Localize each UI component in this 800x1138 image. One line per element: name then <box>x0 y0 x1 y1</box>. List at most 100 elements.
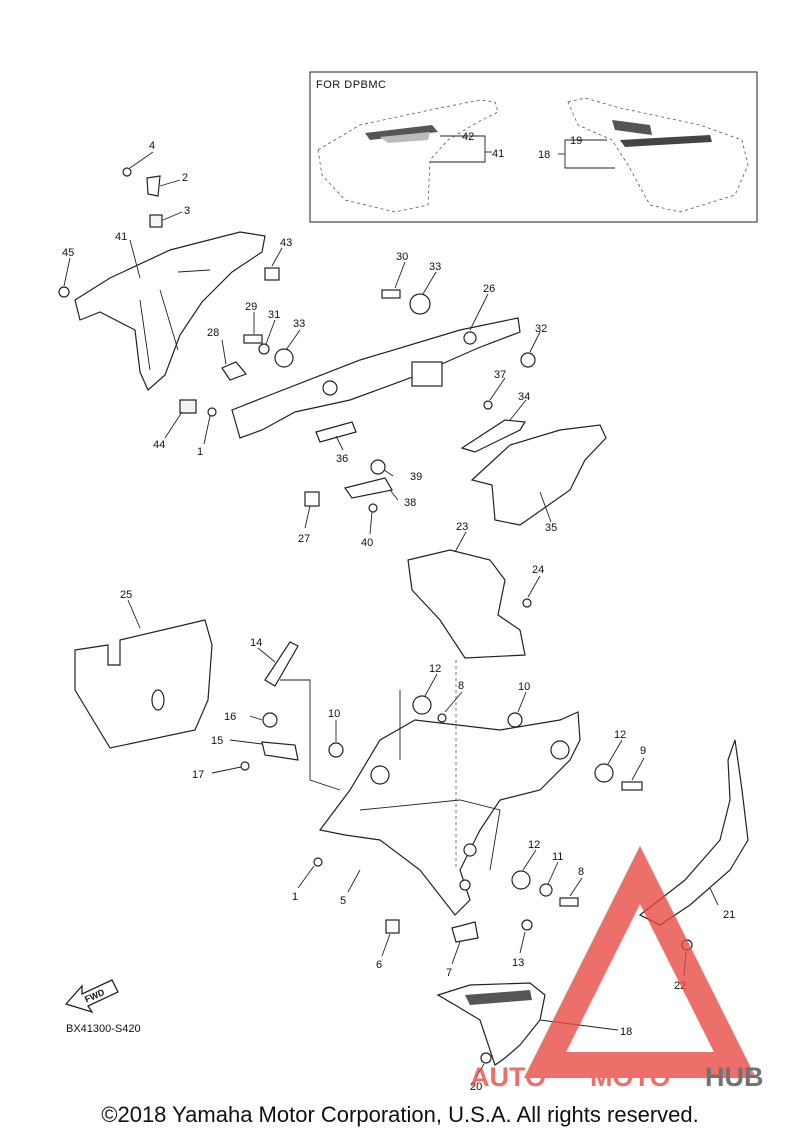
callout-11: 11 <box>552 851 563 863</box>
part-30-bolt <box>381 289 401 299</box>
callout-23: 23 <box>456 521 468 533</box>
part-24-nut <box>522 598 532 608</box>
callout-27: 27 <box>298 533 310 545</box>
part-39-grommet <box>370 459 386 475</box>
callout-8-b: 8 <box>578 866 584 878</box>
part-10b-collar <box>507 712 523 728</box>
callout-38: 38 <box>404 497 416 509</box>
callout-12-c: 12 <box>528 839 540 851</box>
callout-12-a: 12 <box>429 663 441 675</box>
callout-41: 41 <box>115 231 127 243</box>
callout-32: 32 <box>535 323 547 335</box>
callout-10-a: 10 <box>328 708 340 720</box>
callout-1-upper: 1 <box>197 446 203 458</box>
watermark-auto: AUTO <box>470 1062 546 1092</box>
callout-39: 39 <box>410 471 422 483</box>
part-25-panel <box>74 619 213 749</box>
part-41-side-cover <box>74 231 266 391</box>
inset-label: FOR DPBMC <box>316 79 387 91</box>
callout-16: 16 <box>224 711 236 723</box>
part-17-bolt <box>240 761 250 771</box>
part-4-bolt <box>122 167 132 177</box>
callout-26: 26 <box>483 283 495 295</box>
callout-34: 34 <box>518 391 530 403</box>
callout-35: 35 <box>545 522 557 534</box>
part-12a-grommet <box>412 695 432 715</box>
part-33b-grommet <box>409 293 431 315</box>
part-13-grommet <box>521 919 533 931</box>
part-27-nut <box>304 491 320 507</box>
part-29-bolt <box>243 334 263 344</box>
part-8b-bolt <box>559 897 579 907</box>
part-36 <box>315 421 357 443</box>
callout-37: 37 <box>494 369 506 381</box>
callout-42: 42 <box>462 131 474 143</box>
part-25-hole <box>151 689 165 711</box>
part-21-bracket <box>638 739 749 926</box>
callout-36: 36 <box>336 453 348 465</box>
part-12c-grommet <box>511 870 531 890</box>
part-28-clip <box>221 361 248 381</box>
part-32-grommet <box>520 352 536 368</box>
part-35-cover <box>470 424 607 526</box>
callout-25: 25 <box>120 589 132 601</box>
part-2-bracket <box>146 175 161 197</box>
part-7-clip <box>451 921 479 943</box>
drawing-code: BX41300-S420 <box>66 1023 141 1035</box>
fwd-arrow-icon: FWD <box>64 979 119 1014</box>
part-8a-bolt <box>437 713 447 723</box>
part-16-grommet <box>262 712 278 728</box>
part-33-grommet <box>274 348 294 368</box>
callout-33-lower: 33 <box>293 318 305 330</box>
callout-31: 31 <box>268 309 280 321</box>
part-34 <box>460 419 527 453</box>
part-23-bracket <box>407 549 526 659</box>
copyright-notice: ©2018 Yamaha Motor Corporation, U.S.A. A… <box>101 1102 699 1127</box>
callout-12-b: 12 <box>614 729 626 741</box>
callout-44: 44 <box>153 439 165 451</box>
callout-30: 30 <box>396 251 408 263</box>
callout-19: 19 <box>570 135 582 147</box>
callout-24: 24 <box>532 564 544 576</box>
callout-20: 20 <box>470 1081 482 1093</box>
callout-6: 6 <box>376 959 382 971</box>
part-12b-grommet <box>594 763 614 783</box>
part-44-pad <box>179 399 197 414</box>
callout-29: 29 <box>245 301 257 313</box>
callout-5: 5 <box>340 895 346 907</box>
part-18-stripe <box>465 990 532 1005</box>
part-45-bolt <box>58 286 70 298</box>
callout-1-lower: 1 <box>292 891 298 903</box>
callout-7: 7 <box>446 967 452 979</box>
callout-9: 9 <box>640 745 646 757</box>
watermark-hub: HUB <box>705 1062 764 1092</box>
callout-18-inset: 18 <box>538 149 550 161</box>
part-43 <box>264 267 280 281</box>
part-5-main-frame <box>318 711 581 916</box>
watermark-moto: MOTO <box>590 1062 671 1092</box>
part-18-cover <box>436 982 546 1066</box>
part-40-bolt <box>368 503 378 513</box>
callout-45: 45 <box>62 247 74 259</box>
callout-2: 2 <box>182 172 188 184</box>
part-6-nut <box>385 919 400 934</box>
callout-28: 28 <box>207 327 219 339</box>
part-31-collar <box>258 343 270 355</box>
callout-3: 3 <box>184 205 190 217</box>
callout-10-b: 10 <box>518 681 530 693</box>
callout-43: 43 <box>280 237 292 249</box>
part-3-clip <box>149 214 163 228</box>
part-26-bracket <box>231 317 521 439</box>
part-1-upper-bolt <box>207 407 217 417</box>
part-37-bolt <box>483 400 493 410</box>
automotohub-logo: AUTO MOTO HUB <box>470 845 764 1092</box>
part-10a-collar <box>328 742 344 758</box>
callout-15: 15 <box>211 735 223 747</box>
part-15-bracket <box>261 741 299 761</box>
part-11-collar <box>539 883 553 897</box>
callout-4: 4 <box>149 140 155 152</box>
callout-21: 21 <box>723 909 735 921</box>
callout-17: 17 <box>192 769 204 781</box>
part-1-lower-bolt <box>313 857 323 867</box>
part-9-bolt <box>621 781 643 791</box>
